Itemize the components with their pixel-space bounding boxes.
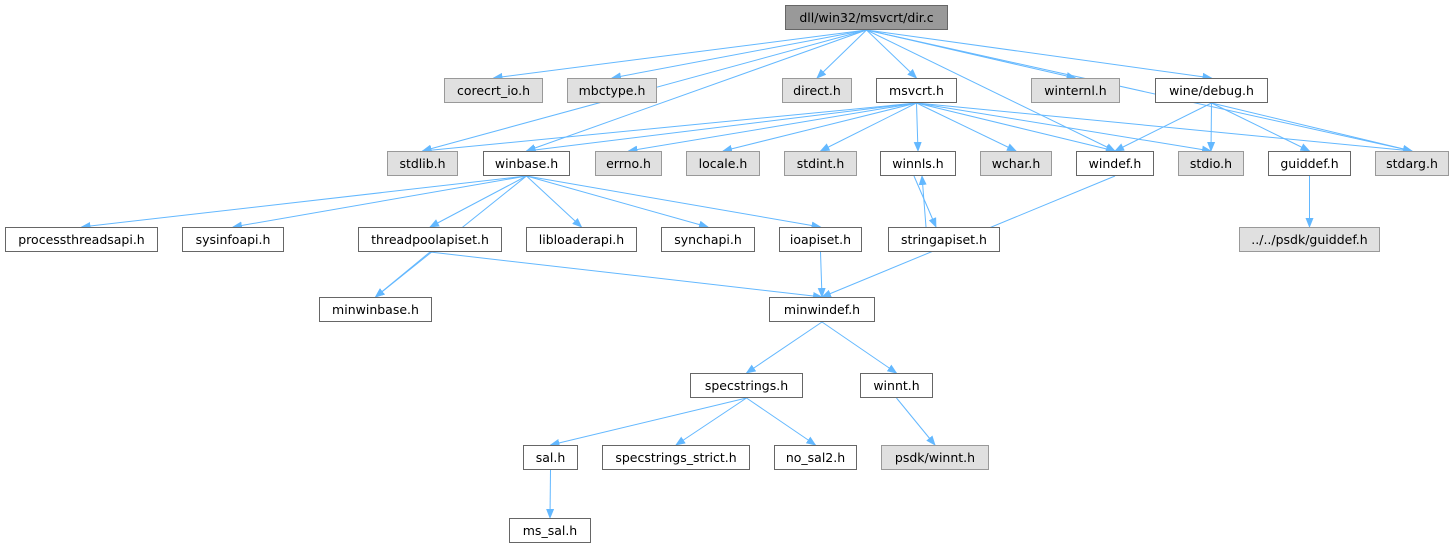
edge-threadpoolapiset-to-minwindef — [429, 251, 823, 300]
edge-dir_c-to-corecrt_io — [492, 29, 867, 81]
node-wchar[interactable]: wchar.h — [980, 151, 1052, 176]
edge-winnls-to-stringapiset — [913, 175, 937, 228]
edge-threadpoolapiset-to-minwinbase — [374, 251, 431, 298]
node-winnls[interactable]: winnls.h — [880, 151, 956, 176]
edge-msvcrt-to-errno — [627, 102, 917, 154]
edge-winnt-to-psdk_winnt — [896, 397, 936, 446]
edge-sal-to-ms_sal — [546, 469, 555, 519]
node-sal[interactable]: sal.h — [523, 445, 578, 470]
node-no-sal2[interactable]: no_sal2.h — [774, 445, 857, 470]
edge-winbase-to-synchapi — [526, 175, 709, 229]
node-errno[interactable]: errno.h — [595, 151, 662, 176]
node-psdk-guiddef[interactable]: ../../psdk/guiddef.h — [1239, 227, 1380, 252]
edge-msvcrt-to-stdint — [819, 102, 917, 152]
node-stdint[interactable]: stdint.h — [784, 151, 857, 176]
edge-winbase-to-libloaderapi — [526, 175, 583, 228]
edge-msvcrt-to-stdio — [916, 102, 1212, 154]
edge-msvcrt-to-stdlib — [421, 102, 917, 155]
node-stdlib[interactable]: stdlib.h — [387, 151, 458, 176]
node-winternl[interactable]: winternl.h — [1031, 78, 1120, 103]
edge-msvcrt-to-winbase — [525, 102, 917, 154]
edge-msvcrt-to-windef — [916, 102, 1116, 153]
edge-wine_debug-to-stdarg — [1211, 102, 1413, 153]
edge-dir_c-to-msvcrt — [866, 29, 918, 79]
node-minwindef[interactable]: minwindef.h — [769, 297, 875, 322]
node-psdk-winnt[interactable]: psdk/winnt.h — [881, 445, 989, 470]
node-winbase[interactable]: winbase.h — [483, 151, 570, 176]
edge-dir_c-to-windef — [866, 29, 1116, 152]
node-threadpoolapiset[interactable]: threadpoolapiset.h — [358, 227, 502, 252]
node-locale[interactable]: locale.h — [686, 151, 760, 176]
edge-specstrings-to-no_sal2 — [746, 397, 817, 446]
edge-winbase-to-threadpoolapiset — [429, 175, 527, 228]
edge-dir_c-to-mbctype — [611, 29, 867, 81]
node-synchapi[interactable]: synchapi.h — [661, 227, 755, 252]
node-ioapiset[interactable]: ioapiset.h — [779, 227, 862, 252]
edge-minwindef-to-winnt — [821, 321, 898, 374]
edge-stringapiset-to-winnls — [918, 175, 927, 228]
node-direct[interactable]: direct.h — [782, 78, 852, 103]
edge-msvcrt-to-winnls — [913, 102, 922, 152]
edge-dir_c-to-winbase — [525, 29, 867, 152]
node-msvcrt[interactable]: msvcrt.h — [876, 78, 957, 103]
node-libloaderapi[interactable]: libloaderapi.h — [526, 227, 637, 252]
edge-minwindef-to-specstrings — [745, 321, 823, 374]
node-specstrings-strict[interactable]: specstrings_strict.h — [602, 445, 750, 470]
edge-winbase-to-processthreadsapi — [80, 175, 527, 230]
node-stringapiset[interactable]: stringapiset.h — [888, 227, 1000, 252]
node-guiddef[interactable]: guiddef.h — [1268, 151, 1351, 176]
node-processthreadsapi[interactable]: processthreadsapi.h — [5, 227, 158, 252]
node-sysinfoapi[interactable]: sysinfoapi.h — [182, 227, 284, 252]
edge-msvcrt-to-wchar — [916, 102, 1017, 152]
edge-wine_debug-to-guiddef — [1211, 102, 1311, 152]
edge-winbase-to-sysinfoapi — [232, 175, 527, 230]
edge-dir_c-to-wine_debug — [866, 29, 1213, 81]
node-dir-c[interactable]: dll/win32/msvcrt/dir.c — [785, 5, 948, 30]
node-stdarg[interactable]: stdarg.h — [1375, 151, 1449, 176]
edge-dir_c-to-direct — [816, 29, 867, 79]
node-windef[interactable]: windef.h — [1076, 151, 1154, 176]
node-ms-sal[interactable]: ms_sal.h — [509, 518, 591, 543]
edge-wine_debug-to-windef — [1114, 102, 1212, 152]
node-wine-debug[interactable]: wine/debug.h — [1155, 78, 1268, 103]
edge-ioapiset-to-minwindef — [817, 251, 826, 298]
edge-msvcrt-to-locale — [722, 102, 917, 153]
edge-dir_c-to-stdarg — [866, 29, 1413, 153]
edge-specstrings-to-sal — [549, 397, 747, 447]
node-specstrings[interactable]: specstrings.h — [690, 373, 803, 398]
node-stdio[interactable]: stdio.h — [1178, 151, 1244, 176]
edge-specstrings-to-specstrings_strict — [675, 397, 747, 446]
node-minwinbase[interactable]: minwinbase.h — [319, 297, 432, 322]
node-corecrt-io[interactable]: corecrt_io.h — [444, 78, 543, 103]
edge-wine_debug-to-stdio — [1207, 102, 1216, 152]
edge-winbase-to-ioapiset — [526, 175, 822, 230]
node-winnt[interactable]: winnt.h — [860, 373, 933, 398]
node-mbctype[interactable]: mbctype.h — [567, 78, 657, 103]
